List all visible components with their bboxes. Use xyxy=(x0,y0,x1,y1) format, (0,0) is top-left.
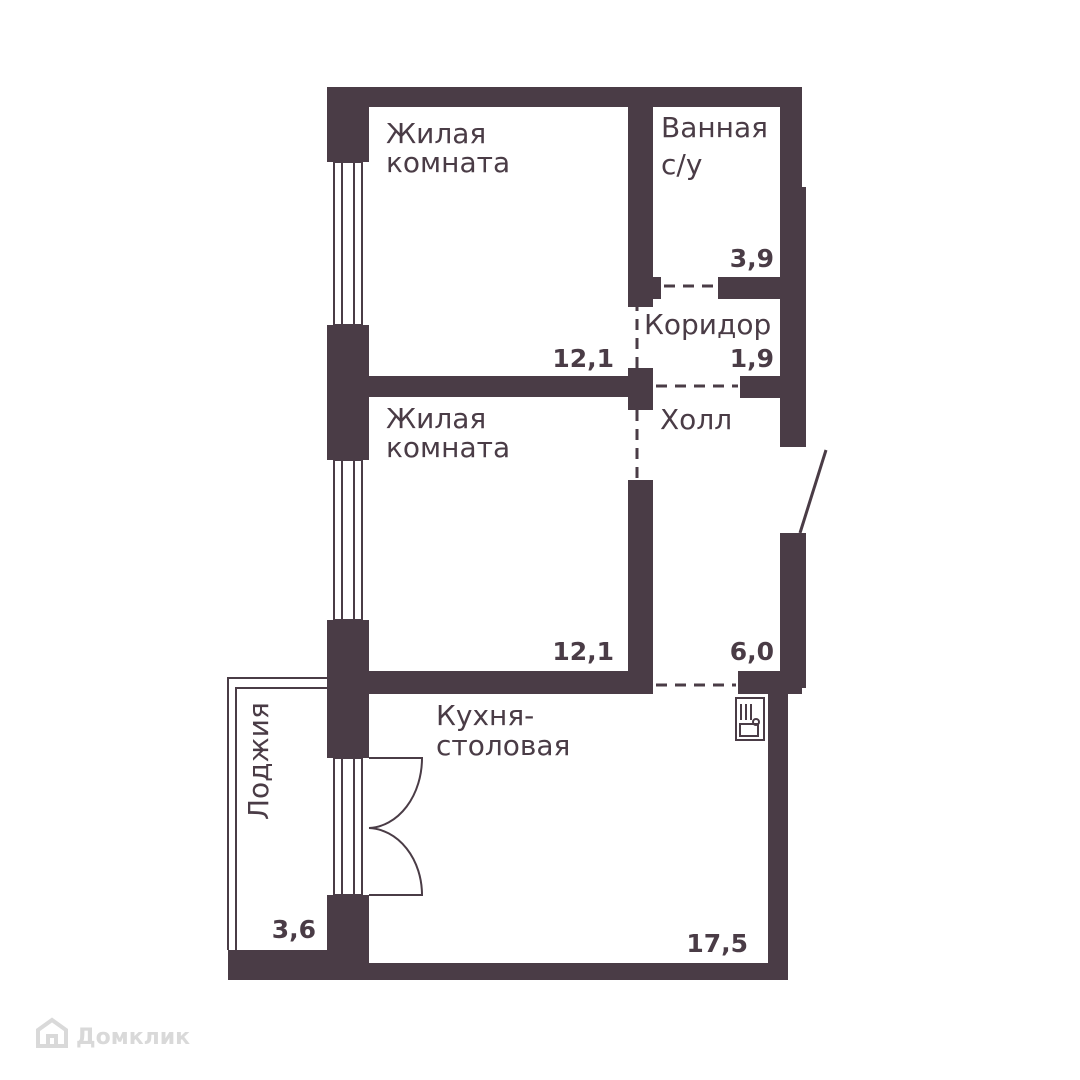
openings xyxy=(635,284,738,687)
wall-bottom xyxy=(228,950,368,980)
wall-top xyxy=(327,87,802,107)
wall-right-kitchen xyxy=(768,688,788,980)
wall-right-3 xyxy=(780,533,806,688)
bathroom-label-line1: Ванная xyxy=(661,111,768,144)
wall-right-top xyxy=(780,87,802,187)
wall-bath-left xyxy=(628,87,653,307)
home-logo-icon xyxy=(36,1017,68,1048)
loggia-area: 3,6 xyxy=(272,915,316,944)
bathroom-area: 3,9 xyxy=(730,244,774,273)
loggia-label: Лоджия xyxy=(242,702,275,820)
wall-right-2 xyxy=(780,187,806,447)
wall-left-1 xyxy=(327,87,369,162)
living-room-2-area: 12,1 xyxy=(552,637,614,666)
wall-corridor-right-stub xyxy=(740,376,802,398)
wall-room2-kitchen xyxy=(348,671,653,694)
living-room-2-label-line1: Жилая xyxy=(386,402,486,435)
window-room2 xyxy=(333,459,363,621)
loggia-outline xyxy=(227,677,327,950)
balcony-door xyxy=(368,757,424,896)
wall-room1-room2 xyxy=(348,376,648,397)
window-room1 xyxy=(333,161,363,326)
entrance-door xyxy=(798,449,828,534)
watermark: Домклик xyxy=(36,1017,190,1050)
living-room-1-label-line2: комната xyxy=(386,146,510,179)
sink-icon xyxy=(735,697,765,741)
kitchen-label-line2: столовая xyxy=(436,729,570,762)
kitchen-area: 17,5 xyxy=(686,929,748,958)
wall-hall-bottom-stub xyxy=(738,671,802,694)
wall-bath-bottom xyxy=(718,277,802,299)
hall-label: Холл xyxy=(660,403,732,436)
wall-bottom-kitchen xyxy=(348,963,788,980)
windows xyxy=(333,161,363,896)
hall-area: 6,0 xyxy=(730,637,774,666)
living-room-1-label-line1: Жилая xyxy=(386,117,486,150)
living-room-1-area: 12,1 xyxy=(552,344,614,373)
wall-room2-right xyxy=(628,480,653,694)
corridor-area: 1,9 xyxy=(730,344,774,373)
corridor-label: Коридор xyxy=(644,308,771,341)
wall-corridor-left-stub xyxy=(628,368,653,410)
walls xyxy=(228,87,806,980)
wall-bath-stub xyxy=(628,277,661,299)
living-room-2-label-line2: комната xyxy=(386,431,510,464)
watermark-brand: Домклик xyxy=(76,1025,190,1050)
kitchen-label-line1: Кухня- xyxy=(436,699,534,732)
room-labels: Жилая комната 12,1 Ванная с/у 3,9 Коридо… xyxy=(242,111,774,958)
bathroom-label-line2: с/у xyxy=(661,148,702,181)
window-kitchen xyxy=(333,757,363,896)
